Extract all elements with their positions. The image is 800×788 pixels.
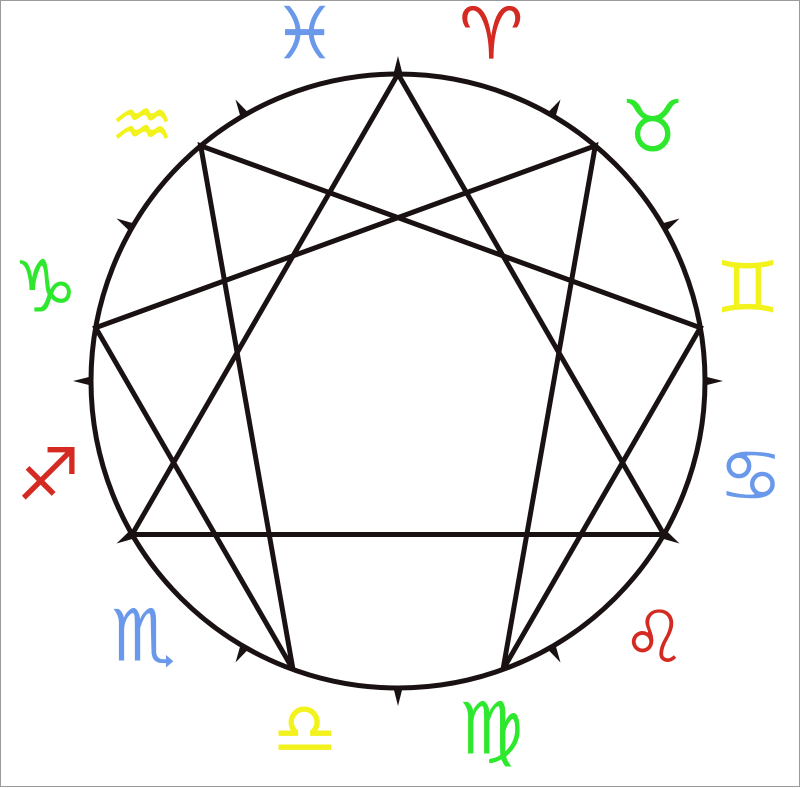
- tick-mark: [393, 56, 403, 75]
- pisces-icon: ♓: [273, 1, 338, 75]
- zodiac-signs: ♓ ♈ ♉ ♊ ♋ ♌ ♍ ♎ ♏ ♐ ♑ ♒: [13, 1, 783, 771]
- aquarius-icon: ♒: [110, 83, 175, 167]
- cancer-icon: ♋: [718, 434, 783, 518]
- aries-icon: ♈: [459, 1, 524, 75]
- tick-mark: [73, 376, 92, 386]
- scorpio-icon: ♏: [111, 594, 176, 678]
- virgo-icon: ♍: [459, 687, 524, 771]
- outer-circle: [88, 71, 708, 691]
- gemini-icon: ♊: [715, 245, 780, 329]
- tick-mark: [704, 376, 723, 386]
- sagittarius-icon: ♐: [16, 433, 81, 517]
- leo-icon: ♌: [622, 595, 687, 679]
- taurus-icon: ♉: [620, 84, 685, 168]
- capricorn-icon: ♑: [13, 245, 78, 329]
- libra-icon: ♎: [273, 687, 338, 771]
- inner-triangle: [127, 69, 669, 537]
- tick-mark: [393, 687, 403, 706]
- hexad-figure: [92, 141, 704, 671]
